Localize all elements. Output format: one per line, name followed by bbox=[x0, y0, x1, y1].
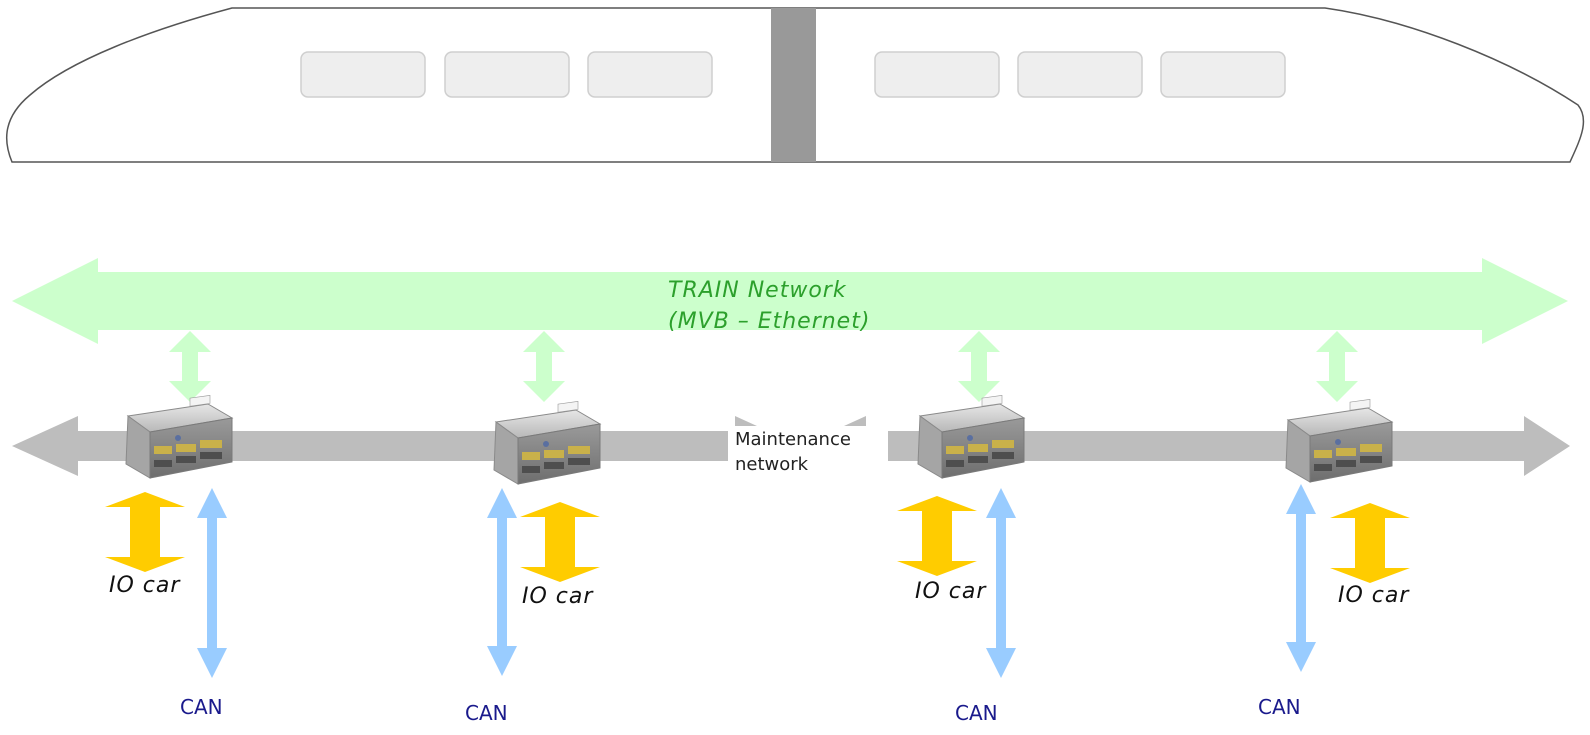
io-car-arrow bbox=[897, 496, 977, 576]
train-link-arrow bbox=[169, 331, 211, 402]
maintenance-network-label-2: network bbox=[735, 454, 809, 475]
can-label: CAN bbox=[465, 701, 508, 725]
can-arrow bbox=[986, 488, 1016, 678]
train-windows bbox=[300, 51, 1286, 98]
io-car-label: IO car bbox=[915, 579, 987, 604]
train-network-subtitle: (MVB – Ethernet) bbox=[668, 309, 870, 334]
can-label: CAN bbox=[180, 695, 223, 719]
io-controller-device-icon bbox=[125, 394, 233, 479]
train-coupler bbox=[771, 8, 816, 162]
io-controller-device-icon bbox=[493, 400, 601, 485]
io-car-arrow bbox=[1330, 503, 1410, 583]
io-arrows bbox=[105, 492, 1410, 583]
train-link-arrow bbox=[958, 331, 1000, 402]
train-network-arrow bbox=[12, 258, 1568, 344]
train-window bbox=[444, 51, 570, 98]
io-car-arrow bbox=[520, 502, 600, 582]
io-car-label: IO car bbox=[1338, 583, 1410, 608]
train-body-icon bbox=[5, 7, 1585, 163]
io-car-label: IO car bbox=[522, 584, 594, 609]
io-controller-device-icon bbox=[1285, 398, 1393, 483]
can-label: CAN bbox=[955, 701, 998, 725]
io-car-arrow bbox=[105, 492, 185, 572]
maintenance-arrow-right bbox=[800, 416, 1570, 476]
can-arrow bbox=[197, 488, 227, 678]
train-window bbox=[300, 51, 426, 98]
train-window bbox=[1017, 51, 1143, 98]
train-link-arrow bbox=[523, 331, 565, 402]
train-links bbox=[169, 331, 1358, 402]
train-window bbox=[874, 51, 1000, 98]
maintenance-label-bg bbox=[728, 426, 888, 476]
io-car-label: IO car bbox=[109, 573, 181, 598]
train-window bbox=[587, 51, 713, 98]
can-label: CAN bbox=[1258, 695, 1301, 719]
maintenance-network-label: Maintenance bbox=[735, 429, 851, 450]
can-arrows bbox=[197, 484, 1316, 678]
can-arrow bbox=[1286, 484, 1316, 672]
io-controller-device-icon bbox=[917, 394, 1025, 479]
train-window bbox=[1160, 51, 1286, 98]
train-network-title: TRAIN Network bbox=[668, 278, 847, 303]
can-arrow bbox=[487, 488, 517, 676]
train-link-arrow bbox=[1316, 331, 1358, 402]
